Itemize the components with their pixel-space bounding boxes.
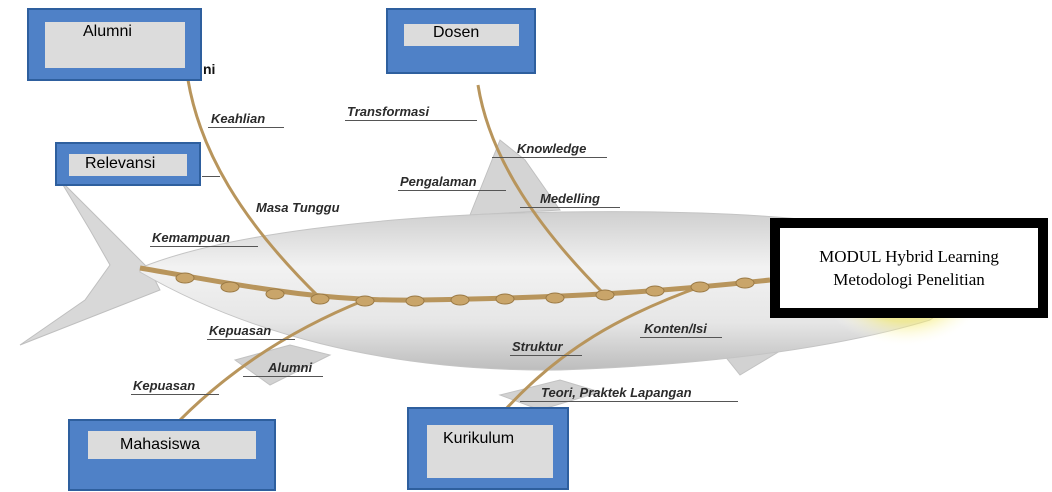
cause-kepuasan-upper: Kepuasan [209, 323, 271, 338]
cause-keahlian: Keahlian [211, 111, 265, 126]
category-box-relevansi: Relevansi [55, 142, 201, 186]
effect-box: MODUL Hybrid Learning Metodologi Penelit… [770, 218, 1048, 318]
category-box-dosen: Dosen [386, 8, 536, 74]
category-box-kurikulum: Kurikulum [407, 407, 569, 490]
category-label-relevansi: Relevansi [85, 155, 155, 173]
title-fragment: ni [203, 61, 215, 77]
cause-knowledge: Knowledge [517, 141, 586, 156]
cause-struktur: Struktur [512, 339, 563, 354]
effect-title-line2: Metodologi Penelitian [833, 268, 985, 291]
cause-kemampuan: Kemampuan [152, 230, 230, 245]
category-label-kurikulum: Kurikulum [443, 430, 514, 448]
cause-masa-tunggu: Masa Tunggu [256, 200, 340, 215]
category-box-mahasiswa: Mahasiswa [68, 419, 276, 491]
cause-teori-praktek-lapangan: Teori, Praktek Lapangan [541, 385, 692, 400]
effect-title-line1: MODUL Hybrid Learning [819, 245, 999, 268]
category-label-dosen: Dosen [433, 24, 479, 42]
cause-medelling: Medelling [540, 191, 600, 206]
category-box-alumni: Alumni [27, 8, 202, 81]
cause-pengalaman: Pengalaman [400, 174, 477, 189]
category-label-mahasiswa: Mahasiswa [120, 436, 200, 454]
cause-transformasi: Transformasi [347, 104, 429, 119]
category-label-alumni: Alumni [83, 23, 132, 41]
cause-konten-isi: Konten/Isi [644, 321, 707, 336]
fish-tail [20, 180, 160, 345]
cause-kepuasan-lower: Kepuasan [133, 378, 195, 393]
cause-alumni: Alumni [268, 360, 312, 375]
